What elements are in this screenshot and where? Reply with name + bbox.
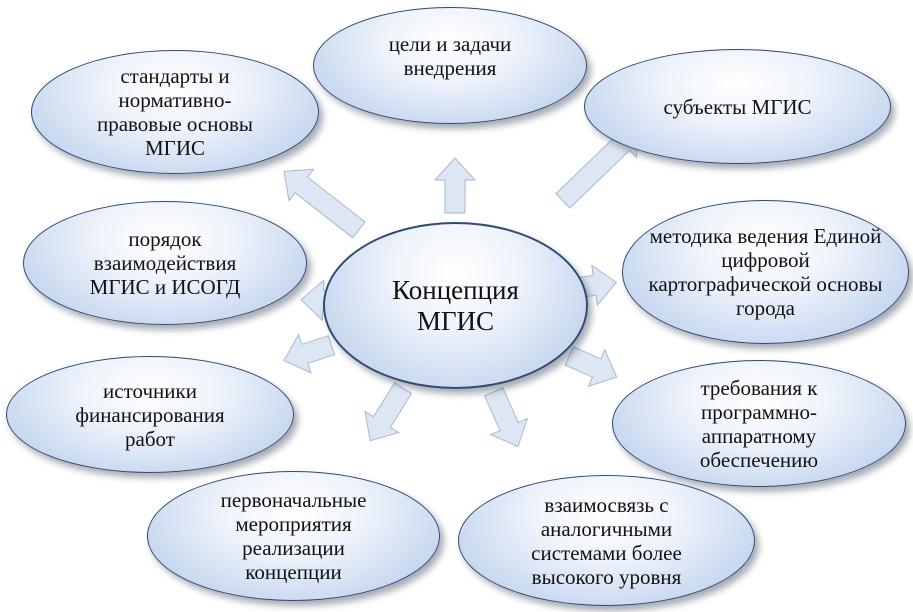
node-funding: источники финансирования работ [6, 356, 294, 473]
center-node-label: Концепция МГИС [392, 274, 519, 336]
node-interconnection: взаимосвязь с аналогичными системами бол… [458, 475, 755, 606]
arrow-to-initial-measures [364, 382, 413, 442]
node-methodology-label: методика ведения Единой цифровой картогр… [648, 224, 883, 320]
arrow-to-goals [433, 157, 477, 214]
center-node: Концепция МГИС [323, 222, 588, 389]
arrow-to-interconnection [483, 387, 529, 448]
node-initial-measures-label: первоначальные мероприятия реализации ко… [220, 488, 367, 584]
node-goals-label: цели и задачи внедрения [388, 31, 512, 80]
node-standards-label: стандарты и нормативно-правовые основы М… [96, 64, 254, 160]
arrow-to-funding [283, 333, 336, 374]
node-requirements-label: требования к программно-аппаратному обес… [699, 375, 819, 472]
node-subjects-label: субъекты МГИС [663, 94, 812, 119]
node-standards: стандарты и нормативно-правовые основы М… [31, 50, 319, 174]
node-interaction-label: порядок взаимодействия МГИС и ИСОГД [89, 227, 241, 299]
node-subjects: субъекты МГИС [584, 49, 891, 164]
node-funding-label: источники финансирования работ [75, 378, 225, 451]
node-interconnection-label: взаимосвязь с аналогичными системами бол… [531, 492, 682, 589]
node-methodology: методика ведения Единой цифровой картогр… [622, 200, 909, 344]
arrow-to-requirements [564, 346, 618, 388]
node-goals: цели и задачи внедрения [313, 7, 587, 124]
node-interaction: порядок взаимодействия МГИС и ИСОГД [23, 201, 307, 325]
node-requirements: требования к программно-аппаратному обес… [612, 360, 906, 487]
node-initial-measures: первоначальные мероприятия реализации ко… [147, 471, 440, 601]
arrow-to-standards [283, 168, 366, 239]
